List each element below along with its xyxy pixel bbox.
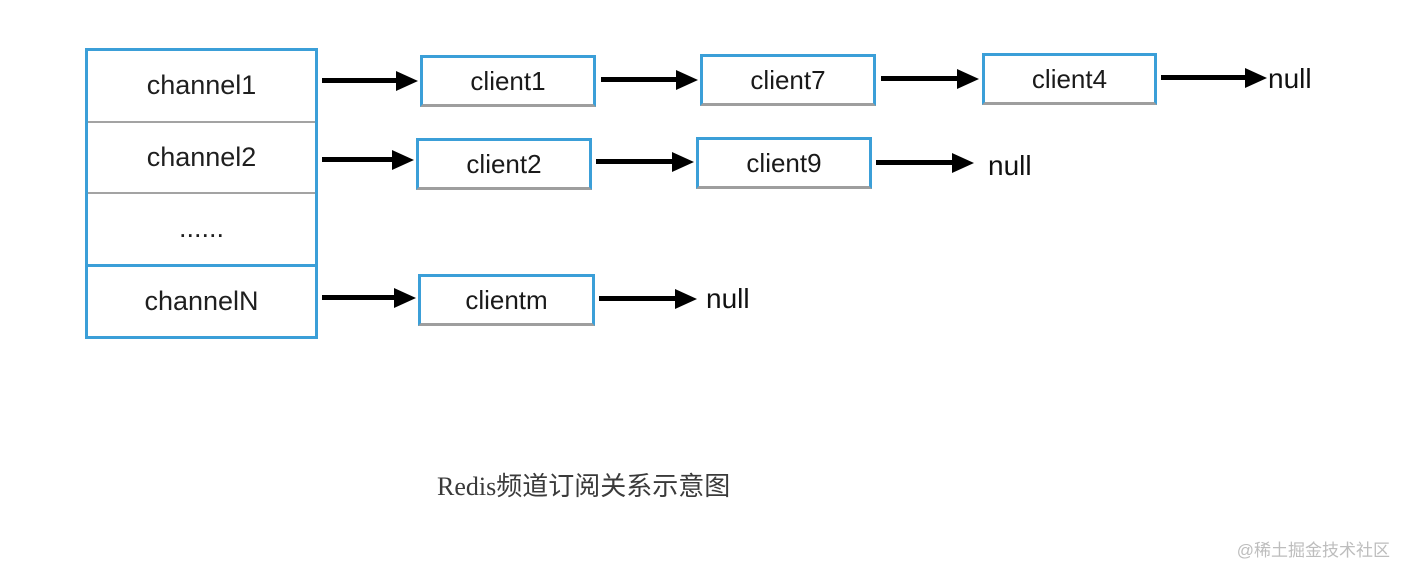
client-node-client1: client1 (420, 55, 596, 107)
arrow-head-icon (672, 152, 694, 172)
channel-label: channel2 (146, 141, 257, 172)
client-node-client2: client2 (416, 138, 592, 190)
arrow-shaft (322, 295, 400, 300)
channel-table: channel1 channel2 ...... channelN (85, 48, 318, 339)
client-node-clientm: clientm (418, 274, 595, 326)
client-label: client7 (750, 64, 826, 95)
channel-row-ellipsis: ...... (88, 194, 315, 267)
arrow-shaft (322, 157, 398, 162)
channel-row-channel2: channel2 (88, 123, 315, 194)
null-terminator-row3: null (706, 283, 750, 314)
arrow-head-icon (676, 70, 698, 90)
arrow-client1-to-client7 (601, 70, 698, 90)
client-label: client1 (470, 65, 546, 96)
channel-label: channel1 (146, 70, 257, 101)
client-label: clientm (465, 284, 548, 315)
watermark-text: @稀土掘金技术社区 (1236, 541, 1390, 560)
channel-label: ...... (178, 213, 224, 244)
arrow-head-icon (394, 288, 416, 308)
arrow-client2-to-client9 (596, 152, 694, 172)
channel-label: channelN (144, 285, 259, 316)
diagram-caption: Redis频道订阅关系示意图 (437, 472, 731, 501)
arrow-channel2-to-client2 (322, 150, 414, 170)
client-node-client9: client9 (696, 137, 872, 189)
arrow-head-icon (957, 69, 979, 89)
arrow-shaft (322, 78, 402, 83)
client-label: client9 (746, 147, 822, 178)
client-node-client7: client7 (700, 54, 876, 106)
null-terminator-row2: null (988, 150, 1032, 181)
arrow-head-icon (1245, 68, 1267, 88)
client-label: client2 (466, 148, 542, 179)
arrow-shaft (601, 77, 682, 82)
arrow-head-icon (392, 150, 414, 170)
arrow-client9-to-null (876, 153, 974, 173)
arrow-head-icon (396, 71, 418, 91)
arrow-head-icon (952, 153, 974, 173)
channel-row-channel1: channel1 (88, 51, 315, 123)
arrow-shaft (881, 76, 963, 81)
arrow-shaft (1161, 75, 1251, 80)
null-terminator-row1: null (1268, 63, 1312, 94)
client-node-client4: client4 (982, 53, 1157, 105)
arrow-shaft (599, 296, 681, 301)
arrow-channel1-to-client1 (322, 71, 418, 91)
arrow-head-icon (675, 289, 697, 309)
arrow-channelN-to-clientm (322, 288, 416, 308)
arrow-shaft (596, 159, 678, 164)
arrow-client4-to-null (1161, 68, 1267, 88)
client-label: client4 (1031, 63, 1108, 94)
arrow-clientm-to-null (599, 289, 697, 309)
arrow-shaft (876, 160, 958, 165)
arrow-client7-to-client4 (881, 69, 979, 89)
channel-row-channelN: channelN (88, 267, 315, 337)
